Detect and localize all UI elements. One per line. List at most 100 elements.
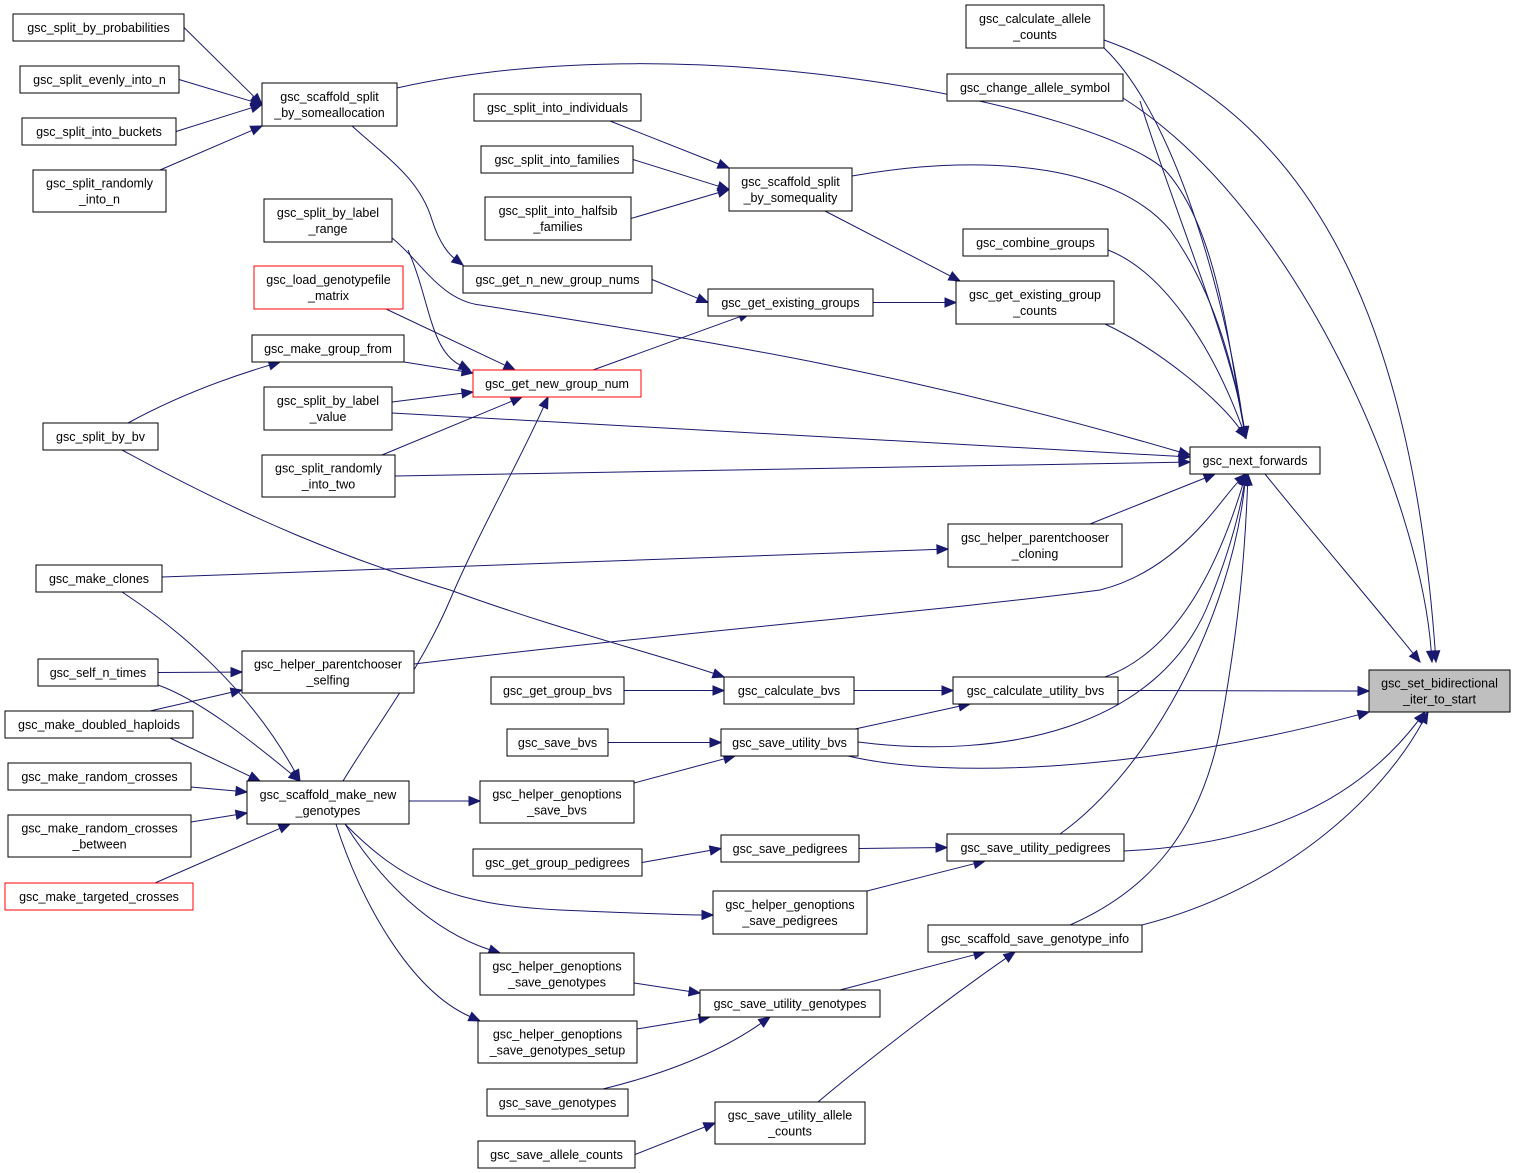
node-helper-selfing[interactable]: gsc_helper_parentchooser_selfing bbox=[241, 650, 415, 694]
node-box bbox=[712, 890, 868, 935]
node-label-line: _into_two bbox=[301, 478, 356, 492]
node-helper-save-genotypes[interactable]: gsc_helper_genoptions_save_genotypes bbox=[479, 952, 635, 996]
node-get-new-group-num[interactable]: gsc_get_new_group_num bbox=[472, 369, 642, 398]
arrowhead-icon bbox=[247, 771, 262, 782]
edge-helper_save_geno_setup-to-save_utility_genotypes bbox=[636, 1013, 712, 1030]
arrowhead-icon bbox=[450, 253, 465, 266]
node-split-randomly-two[interactable]: gsc_split_randomly_into_two bbox=[261, 454, 396, 498]
node-label-line: gsc_scaffold_split bbox=[280, 90, 379, 104]
node-next-forwards[interactable]: gsc_next_forwards bbox=[1189, 446, 1321, 475]
arrowhead-icon bbox=[468, 795, 482, 807]
node-make-targeted[interactable]: gsc_make_targeted_crosses bbox=[4, 882, 194, 911]
edge-get_existing_groups-to-get_existing_counts bbox=[873, 297, 958, 308]
node-scaffold-save-info[interactable]: gsc_scaffold_save_genotype_info bbox=[927, 924, 1143, 953]
node-calc-utility-bvs[interactable]: gsc_calculate_utility_bvs bbox=[952, 676, 1119, 705]
edge-make_random_between-to-scaffold_make_new bbox=[190, 809, 249, 823]
node-calc-allele-counts[interactable]: gsc_calculate_allele _counts bbox=[965, 4, 1105, 49]
node-box bbox=[479, 780, 635, 824]
node-save-utility-pedigrees[interactable]: gsc_save_utility_pedigrees bbox=[946, 833, 1125, 862]
node-split-label-value[interactable]: gsc_split_by_label_value bbox=[263, 386, 393, 431]
node-helper-cloning[interactable]: gsc_helper_parentchooser_cloning bbox=[947, 523, 1123, 568]
node-scaffold-make-new[interactable]: gsc_scaffold_make_new_genotypes bbox=[246, 780, 410, 825]
node-label-line: gsc_calculate_allele bbox=[979, 12, 1091, 26]
node-save-utility-allele[interactable]: gsc_save_utility_allele_counts bbox=[714, 1101, 866, 1145]
edge-helper_cloning-to-next_forwards bbox=[1089, 473, 1217, 525]
node-label-line: gsc_set_bidirectional bbox=[1381, 677, 1498, 691]
edge-split_families-to-scaffold_quality bbox=[632, 159, 731, 192]
node-label-line: _by_somequality bbox=[743, 191, 839, 205]
node-save-genotypes[interactable]: gsc_save_genotypes bbox=[486, 1088, 629, 1117]
node-box bbox=[506, 728, 609, 757]
node-helper-save-pedigrees[interactable]: gsc_helper_genoptions_save_pedigrees bbox=[712, 890, 868, 935]
node-get-group-bvs[interactable]: gsc_get_group_bvs bbox=[490, 676, 625, 705]
arrowhead-icon bbox=[235, 785, 249, 797]
edge-save_bvs-to-save_utility_bvs bbox=[608, 737, 723, 748]
node-label-line: gsc_scaffold_make_new bbox=[260, 788, 398, 802]
node-get-group-pedigrees[interactable]: gsc_get_group_pedigrees bbox=[472, 848, 643, 877]
node-make-random-between[interactable]: gsc_make_random_crosses_between bbox=[7, 814, 192, 858]
node-save-utility-bvs[interactable]: gsc_save_utility_bvs bbox=[720, 728, 859, 757]
edge-scaffold_make_new-to-helper_save_bvs bbox=[409, 795, 482, 807]
edge-scaffold_save_info-to-next_forwards bbox=[1069, 472, 1253, 926]
arrowhead-icon bbox=[1417, 710, 1429, 725]
node-label-line: gsc_get_new_group_num bbox=[485, 377, 629, 391]
edge-helper_save_genotypes-to-save_utility_genotypes bbox=[633, 982, 702, 997]
node-label-line: gsc_split_into_halfsib bbox=[499, 204, 618, 218]
node-label-line: _counts bbox=[1012, 304, 1057, 318]
node-label-line: gsc_calculate_utility_bvs bbox=[967, 684, 1105, 698]
node-scaffold-quality[interactable]: gsc_scaffold_split_by_somequality bbox=[728, 167, 853, 212]
node-save-pedigrees[interactable]: gsc_save_pedigrees bbox=[720, 834, 860, 863]
node-label-line: gsc_combine_groups bbox=[976, 236, 1095, 250]
node-split-evenly[interactable]: gsc_split_evenly_into_n bbox=[19, 65, 180, 94]
node-split-halfsib[interactable]: gsc_split_into_halfsib_families bbox=[484, 196, 632, 241]
node-label-line: gsc_make_doubled_haploids bbox=[18, 718, 180, 732]
arrowhead-icon bbox=[687, 986, 702, 997]
arrowhead-icon bbox=[1178, 456, 1192, 468]
node-scaffold-alloc[interactable]: gsc_scaffold_split_by_someallocation bbox=[261, 82, 398, 127]
node-box bbox=[19, 65, 180, 94]
edge-scaffold_make_new-to-helper_save_pedigrees bbox=[344, 823, 715, 921]
node-split-label-range[interactable]: gsc_split_by_label_range bbox=[263, 198, 393, 243]
node-box bbox=[32, 169, 167, 213]
node-box bbox=[699, 989, 881, 1018]
node-split-buckets[interactable]: gsc_split_into_buckets bbox=[21, 117, 177, 146]
edge-line bbox=[403, 361, 463, 372]
edge-save_pedigrees-to-save_utility_pedigrees bbox=[858, 842, 949, 853]
node-make-doubled[interactable]: gsc_make_doubled_haploids bbox=[4, 710, 194, 739]
node-change-allele-symbol[interactable]: gsc_change_allele_symbol bbox=[946, 73, 1124, 102]
node-helper-save-bvs[interactable]: gsc_helper_genoptions_save_bvs bbox=[479, 780, 635, 824]
node-make-clones[interactable]: gsc_make_clones bbox=[35, 564, 163, 593]
node-label-line: gsc_split_evenly_into_n bbox=[33, 73, 166, 87]
node-split-families[interactable]: gsc_split_into_families bbox=[480, 145, 634, 174]
node-set-bidir[interactable]: gsc_set_bidirectional_iter_to_start bbox=[1368, 669, 1511, 713]
edge-line bbox=[858, 847, 937, 849]
node-split-by-bv[interactable]: gsc_split_by_bv bbox=[42, 422, 159, 451]
node-box bbox=[4, 882, 194, 911]
node-get-n-new-nums[interactable]: gsc_get_n_new_group_nums bbox=[462, 265, 653, 294]
node-make-random-crosses[interactable]: gsc_make_random_crosses bbox=[7, 762, 192, 791]
node-save-utility-genotypes[interactable]: gsc_save_utility_genotypes bbox=[699, 989, 881, 1018]
node-label-line: _matrix bbox=[307, 289, 350, 303]
edge-self_n_times-to-scaffold_make_new bbox=[157, 684, 302, 782]
node-label-line: gsc_split_by_label bbox=[277, 206, 379, 220]
node-split-by-prob[interactable]: gsc_split_by_probabilities bbox=[12, 13, 185, 42]
node-get-existing-groups[interactable]: gsc_get_existing_groups bbox=[707, 288, 874, 317]
edge-split_label_value-to-next_forwards bbox=[391, 412, 1192, 462]
node-save-bvs[interactable]: gsc_save_bvs bbox=[506, 728, 609, 757]
node-split-individuals[interactable]: gsc_split_into_individuals bbox=[473, 93, 642, 122]
node-get-existing-counts[interactable]: gsc_get_existing_group_counts bbox=[955, 280, 1115, 325]
edge-line bbox=[633, 758, 725, 784]
node-box bbox=[42, 422, 159, 451]
node-label-line: _counts bbox=[1012, 28, 1057, 42]
edge-line bbox=[121, 591, 296, 772]
node-load-genotypefile[interactable]: gsc_load_genotypefile_matrix bbox=[253, 265, 404, 310]
node-helper-save-geno-setup[interactable]: gsc_helper_genoptions_save_genotypes_set… bbox=[477, 1020, 638, 1064]
node-self-n-times[interactable]: gsc_self_n_times bbox=[37, 658, 159, 687]
node-split-randomly-n[interactable]: gsc_split_randomly_into_n bbox=[32, 169, 167, 213]
node-calculate-bvs[interactable]: gsc_calculate_bvs bbox=[723, 676, 855, 705]
edge-split_label_value-to-get_new_group_num bbox=[391, 388, 475, 403]
node-save-allele-counts[interactable]: gsc_save_allele_counts bbox=[477, 1140, 636, 1169]
node-label-line: _value bbox=[309, 410, 347, 424]
node-combine-groups[interactable]: gsc_combine_groups bbox=[962, 228, 1109, 257]
node-make-group-from[interactable]: gsc_make_group_from bbox=[251, 334, 405, 363]
